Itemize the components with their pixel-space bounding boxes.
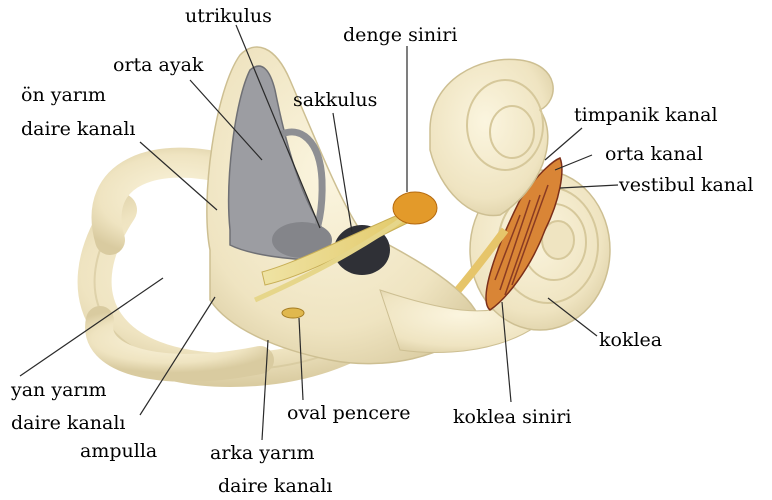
vestibular-ganglion	[393, 192, 437, 224]
label-yan-yarim-line1: yan yarım	[11, 377, 107, 403]
label-arka-yarim-line2: daire kanalı	[218, 473, 333, 499]
label-denge-siniri: denge siniri	[343, 22, 457, 48]
label-oval-pencere: oval pencere	[287, 400, 410, 426]
label-on-yarim-line2: daire kanalı	[21, 116, 136, 142]
label-utrikulus: utrikulus	[185, 3, 272, 29]
label-timpanik-kanal: timpanik kanal	[574, 102, 718, 128]
label-on-yarim-line1: ön yarım	[21, 82, 106, 108]
label-sakkulus: sakkulus	[293, 87, 377, 113]
label-yan-yarim-line2: daire kanalı	[11, 410, 126, 436]
label-arka-yarim-line1: arka yarım	[210, 440, 315, 466]
label-koklea: koklea	[599, 327, 662, 353]
oval-window	[282, 308, 304, 318]
label-koklea-siniri: koklea siniri	[453, 404, 571, 430]
label-orta-ayak: orta ayak	[113, 52, 203, 78]
label-vestibul-kanal: vestibul kanal	[619, 172, 753, 198]
label-orta-kanal: orta kanal	[605, 141, 703, 167]
label-ampulla: ampulla	[80, 438, 157, 464]
